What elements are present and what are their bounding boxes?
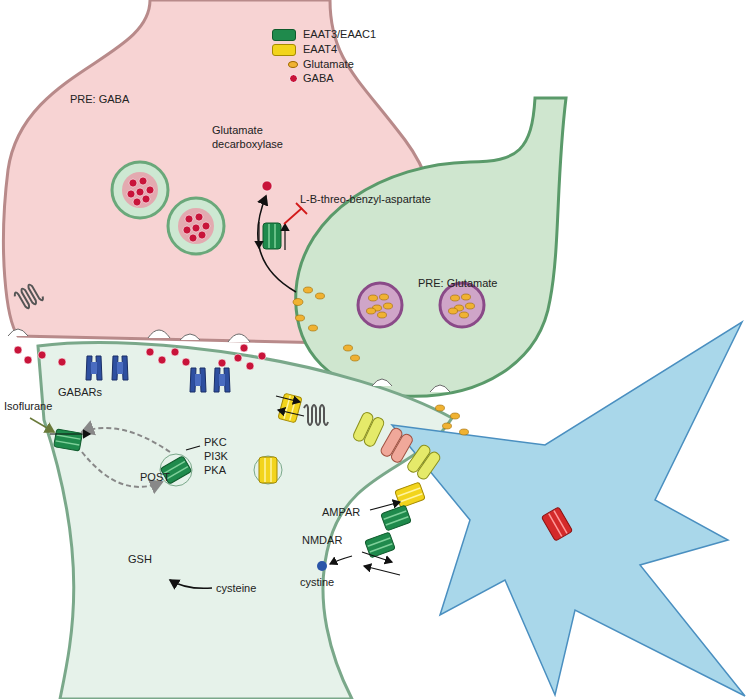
annotation-label: cysteine [216,582,256,596]
legend-swatch [289,74,298,83]
annotation-label: PKA [204,464,226,478]
legend-text: GABA [303,72,334,86]
terminal-region: PRE: Glutamate [285,95,570,400]
annotation-label: PI3K [204,450,228,464]
region-label: PRE: GABA [70,93,129,107]
annotation-label: cystine [300,576,334,590]
annotation-label: PKC [204,436,227,450]
region-label: POST [140,471,170,485]
legend-text: EAAT4 [303,43,337,57]
terminal-outline [285,95,570,400]
legend-swatch [272,29,296,41]
region-label: PRE: Glutamate [418,277,497,291]
annotation-label: Glutamate decarboxylase [212,124,290,152]
annotation-label: Isoflurane [4,400,52,414]
legend-swatch [272,44,296,56]
annotation-label: GABARs [58,386,102,400]
annotation-label: GSH [128,553,152,567]
legend-swatch [288,61,298,68]
annotation-label: L-B-threo-benzyl-aspartate [300,193,431,207]
legend-text: EAAT3/EAAC1 [303,28,376,42]
annotation-label: AMPAR [322,506,360,520]
legend-text: Glutamate [303,58,354,72]
annotation-label: NMDAR [302,534,342,548]
